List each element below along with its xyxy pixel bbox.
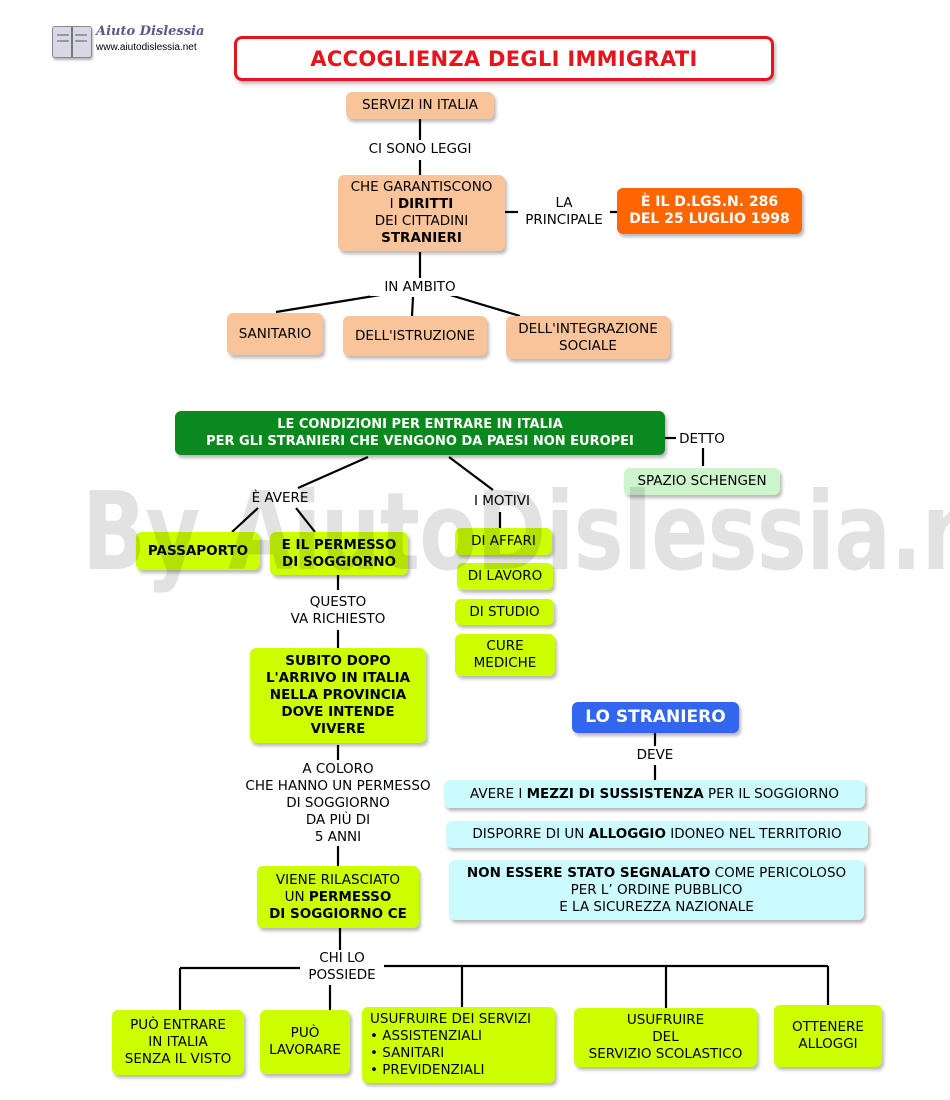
node-permesso-soggiorno: E IL PERMESSO DI SOGGIORNO bbox=[270, 532, 408, 575]
label-i-motivi: I MOTIVI bbox=[458, 493, 546, 510]
node-sanitario: SANITARIO bbox=[227, 313, 323, 355]
node-permesso-ce: VIENE RILASCIATO UN PERMESSO DI SOGGIORN… bbox=[257, 866, 419, 928]
label-chi-lo-possiede: CHI LO POSSIEDE bbox=[300, 950, 384, 984]
logo-brand: Aiuto Dislessia bbox=[96, 24, 205, 39]
node-alloggio-idoneo: DISPORRE DI UN ALLOGGIO IDONEO NEL TERRI… bbox=[446, 821, 868, 848]
node-subito-dopo: SUBITO DOPO L'ARRIVO IN ITALIA NELLA PRO… bbox=[250, 648, 426, 743]
node-di-affari: DI AFFARI bbox=[455, 528, 552, 555]
node-usufruire-servizi: USUFRUIRE DEI SERVIZI • ASSISTENZIALI • … bbox=[362, 1007, 555, 1083]
logo: Aiuto Dislessia www.aiutodislessia.net bbox=[52, 24, 212, 60]
node-dlgs-286: È IL D.LGS.N. 286 DEL 25 LUGLIO 1998 bbox=[617, 188, 802, 234]
node-ottenere-alloggi: OTTENERE ALLOGGI bbox=[774, 1005, 882, 1067]
node-mezzi-sussistenza: AVERE I MEZZI DI SUSSISTENZA PER IL SOGG… bbox=[444, 780, 865, 808]
label-deve: DEVE bbox=[626, 747, 684, 764]
book-icon bbox=[52, 26, 92, 58]
node-condizioni-entrare: LE CONDIZIONI PER ENTRARE IN ITALIA PER … bbox=[175, 411, 665, 455]
label-a-coloro: A COLORO CHE HANNO UN PERMESSO DI SOGGIO… bbox=[236, 761, 440, 846]
label-detto: DETTO bbox=[676, 431, 728, 448]
node-di-lavoro: DI LAVORO bbox=[457, 563, 553, 590]
node-puo-lavorare: PUÒ LAVORARE bbox=[260, 1010, 350, 1074]
node-servizi-in-italia: SERVIZI IN ITALIA bbox=[346, 92, 494, 119]
node-lo-straniero: LO STRANIERO bbox=[572, 702, 739, 733]
label-questo-va-richiesto: QUESTO VA RICHIESTO bbox=[278, 594, 398, 628]
label-la-principale: LA PRINCIPALE bbox=[518, 195, 610, 229]
node-istruzione: DELL'ISTRUZIONE bbox=[343, 316, 487, 356]
page-title: ACCOGLIENZA DEGLI IMMIGRATI bbox=[234, 36, 774, 81]
label-in-ambito: IN AMBITO bbox=[370, 279, 470, 296]
logo-url: www.aiutodislessia.net bbox=[96, 42, 197, 53]
label-ci-sono-leggi: CI SONO LEGGI bbox=[360, 141, 480, 158]
page-title-text: ACCOGLIENZA DEGLI IMMIGRATI bbox=[310, 46, 698, 71]
node-servizio-scolastico: USUFRUIRE DEL SERVIZIO SCOLASTICO bbox=[574, 1008, 757, 1067]
node-cure-mediche: CURE MEDICHE bbox=[455, 634, 555, 676]
node-passaporto: PASSAPORTO bbox=[136, 532, 260, 570]
node-garantiscono-diritti: CHE GARANTISCONO I DIRITTI DEI CITTADINI… bbox=[338, 175, 505, 251]
node-spazio-schengen: SPAZIO SCHENGEN bbox=[624, 468, 780, 495]
node-di-studio: DI STUDIO bbox=[455, 599, 554, 625]
node-integrazione-sociale: DELL'INTEGRAZIONE SOCIALE bbox=[506, 316, 670, 359]
node-entrare-senza-visto: PUÒ ENTRARE IN ITALIA SENZA IL VISTO bbox=[112, 1010, 244, 1075]
label-e-avere: È AVERE bbox=[240, 490, 320, 507]
node-non-segnalato: NON ESSERE STATO SEGNALATO COME PERICOLO… bbox=[449, 860, 864, 920]
